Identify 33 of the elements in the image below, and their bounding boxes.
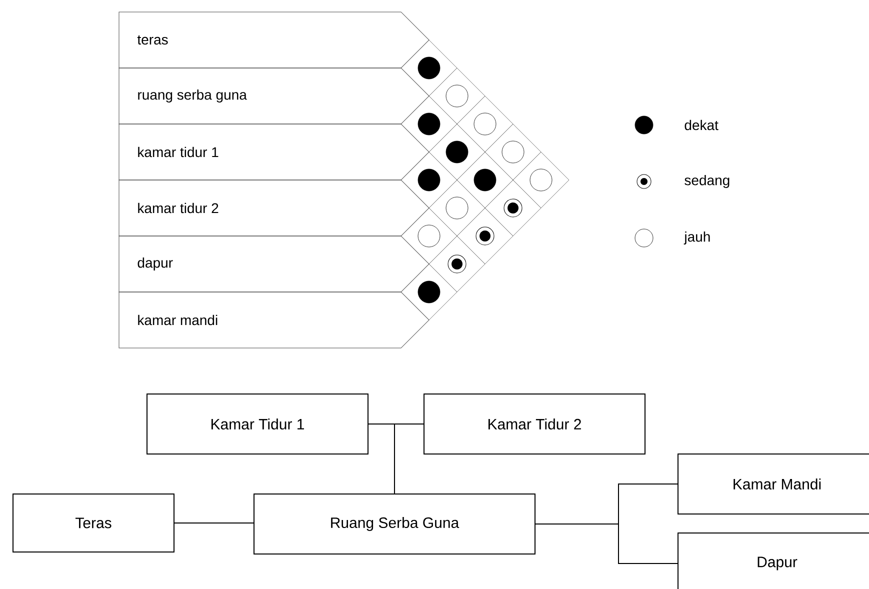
- room-box: Kamar Tidur 2: [424, 394, 646, 454]
- ringed-dot: [448, 254, 466, 274]
- row-band: kamar tidur 2: [118, 180, 430, 236]
- connector-line: [394, 424, 424, 494]
- room-box: Dapur: [678, 532, 869, 589]
- room-box: Kamar Mandi: [678, 454, 869, 514]
- ringed-dot: [476, 226, 494, 246]
- room-box: Ruang Serba Guna: [254, 494, 536, 554]
- empty-circle: [418, 224, 440, 248]
- filled-circle: [418, 112, 440, 136]
- filled-circle: [418, 56, 440, 80]
- row-band: dapur: [118, 236, 430, 292]
- row-band: kamar mandi: [118, 292, 430, 348]
- empty-circle: [474, 112, 496, 136]
- filled-circle: [446, 140, 468, 164]
- empty-circle: [530, 168, 552, 192]
- legend-label: sedang: [684, 174, 730, 188]
- room-box: Kamar Tidur 1: [146, 394, 368, 454]
- connector-line: [174, 522, 254, 524]
- row-band: kamar tidur 1: [118, 124, 430, 180]
- filled-circle: [418, 280, 440, 304]
- empty-circle: [502, 140, 524, 164]
- filled-circle: [474, 168, 496, 192]
- empty-circle: [446, 196, 468, 220]
- empty-circle: [446, 84, 468, 108]
- row-band: teras: [118, 12, 430, 68]
- ringed-dot: [504, 198, 522, 218]
- legend-label: dekat: [684, 120, 718, 130]
- room-box: Teras: [12, 494, 174, 552]
- connector-line: [535, 524, 678, 564]
- legend-label: jauh: [684, 231, 710, 245]
- row-band: ruang serba guna: [118, 68, 430, 124]
- filled-circle: [418, 168, 440, 192]
